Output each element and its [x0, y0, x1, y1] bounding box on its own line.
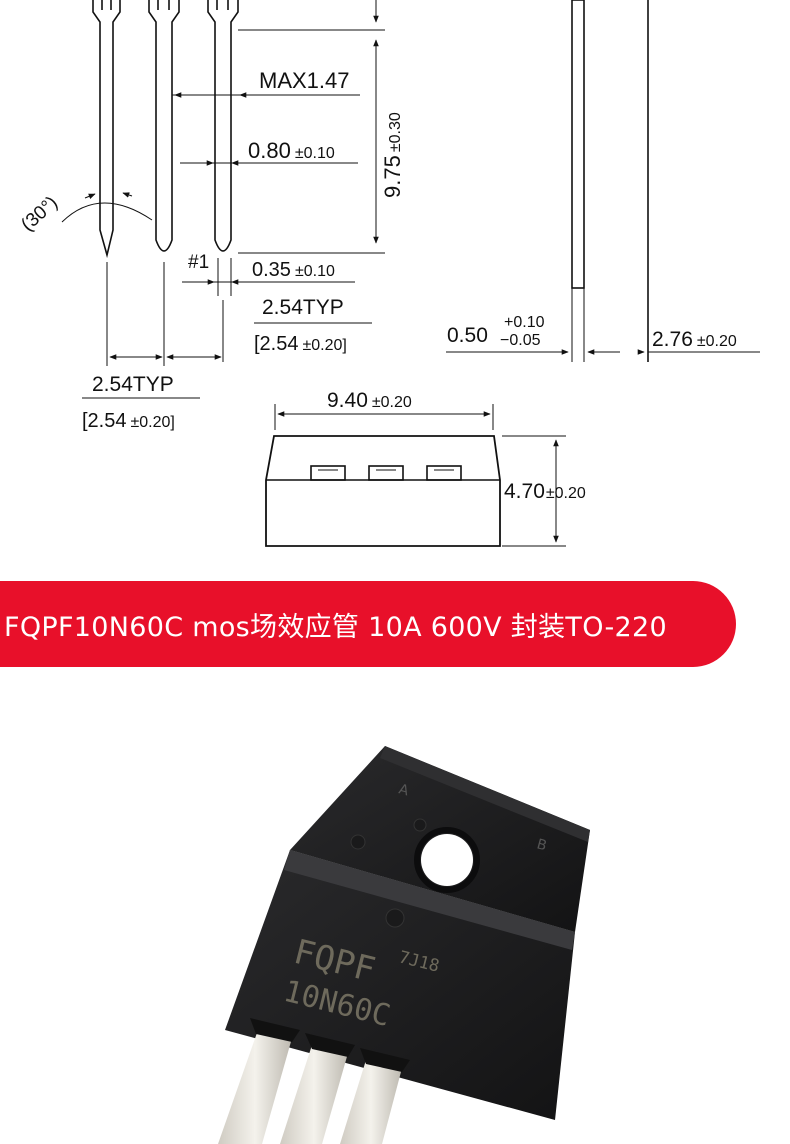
technical-drawing: MAX1.47 0.80±0.10 9.75±0.30 (30°) #1 0.3…	[17, 0, 760, 547]
dim-lead-length: 9.75	[380, 155, 405, 198]
pin-1-label: #1	[188, 252, 209, 273]
dim-pitch-right-bracket: [2.54	[254, 333, 298, 355]
dim-pitch-left-bracket-tol: ±0.20]	[130, 414, 174, 431]
dim-thickness-tol-plus: +0.10	[504, 314, 545, 331]
svg-text:4.70±0.20: 4.70±0.20	[504, 480, 586, 503]
svg-text:9.40±0.20: 9.40±0.20	[327, 389, 412, 412]
side-view	[446, 0, 760, 362]
dim-pitch-right-bracket-tol: ±0.20]	[302, 337, 346, 354]
dim-body-height-tol: ±0.20	[546, 485, 586, 502]
svg-text:[2.54±0.20]: [2.54±0.20]	[254, 333, 347, 355]
corner-mark-a: A	[397, 781, 411, 799]
dim-side-tol: ±0.20	[697, 333, 737, 350]
lead-3	[207, 0, 239, 252]
dim-pitch-left: 2.54TYP	[92, 373, 174, 396]
bottom-view	[265, 404, 566, 547]
lead-1	[92, 0, 121, 259]
dim-pitch-left-bracket: [2.54	[82, 410, 126, 432]
dim-lead-width-tol: ±0.10	[295, 145, 335, 162]
dim-body-width-tol: ±0.20	[372, 394, 412, 411]
dim-lead-thickness: 0.35	[252, 259, 291, 281]
svg-text:0.35±0.10: 0.35±0.10	[252, 259, 335, 281]
title-banner: FQPF10N60C mos场效应管 10A 600V 封装TO-220	[0, 581, 736, 667]
lead-outlines	[92, 0, 239, 259]
dim-side: 2.76	[652, 328, 693, 351]
svg-text:9.75±0.30: 9.75 ±0.30	[380, 112, 405, 198]
corner-mark-b: B	[535, 836, 548, 854]
dim-body-width: 9.40	[327, 389, 368, 412]
dim-thickness: 0.50	[447, 324, 488, 347]
dim-thickness-tol-minus: −0.05	[500, 332, 541, 349]
package-leads	[218, 1018, 410, 1144]
dim-angle: (30°)	[17, 192, 62, 235]
dim-body-height: 4.70	[504, 480, 545, 503]
dim-lead-width: 0.80	[248, 138, 291, 163]
product-photo: A B FQPF 7J18 10N60C	[218, 746, 590, 1144]
dim-lead-thickness-tol: ±0.10	[295, 263, 335, 280]
dim-max-width: MAX1.47	[259, 68, 350, 93]
dim-lead-length-tol: ±0.30	[387, 112, 404, 152]
svg-text:0.80±0.10: 0.80±0.10	[248, 138, 335, 163]
banner-title: FQPF10N60C mos场效应管 10A 600V 封装TO-220	[4, 611, 667, 643]
mounting-hole	[421, 834, 473, 886]
lead-2	[148, 0, 180, 252]
svg-text:2.76±0.20: 2.76±0.20	[652, 328, 737, 351]
svg-text:[2.54±0.20]: [2.54±0.20]	[82, 410, 175, 432]
dim-pitch-right: 2.54TYP	[262, 296, 344, 319]
